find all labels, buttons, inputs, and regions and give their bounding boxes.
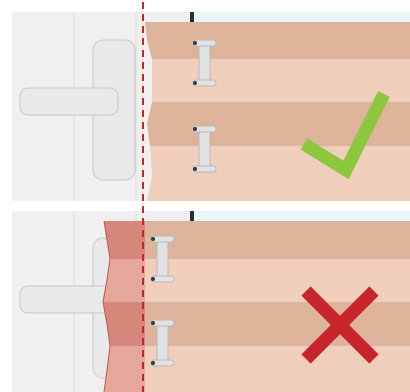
- overlapping-fabric: [102, 220, 145, 392]
- panel-incorrect: [12, 211, 410, 392]
- blind-fabric: [145, 221, 410, 392]
- check-mark-icon: [300, 91, 390, 180]
- blind-clip: [150, 319, 175, 367]
- blind-clip: [192, 39, 217, 87]
- window-handle: [19, 39, 136, 181]
- blind-clip: [192, 125, 217, 173]
- panel-correct: [12, 12, 410, 201]
- blind-clip: [150, 235, 175, 283]
- cross-mark-icon: [301, 286, 379, 364]
- wall-strip: [194, 211, 410, 221]
- wall-strip: [194, 12, 410, 22]
